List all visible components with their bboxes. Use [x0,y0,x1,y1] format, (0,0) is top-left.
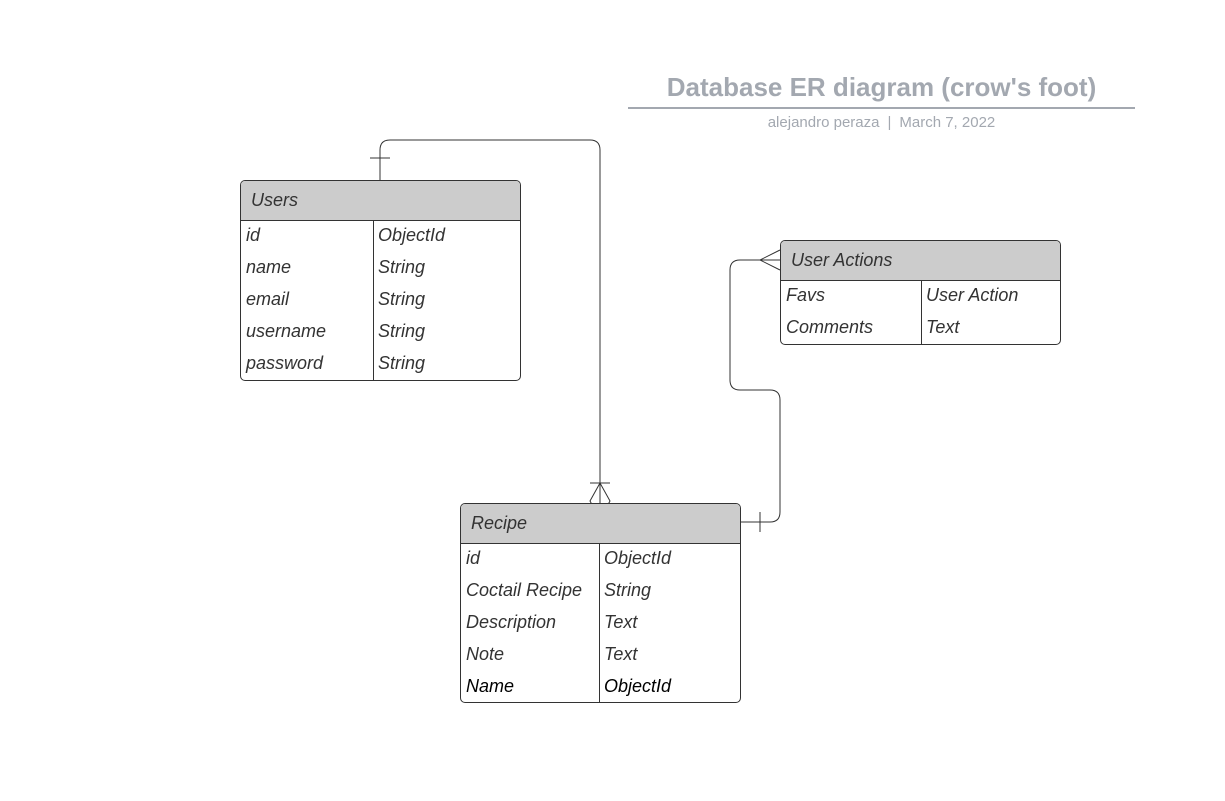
entity-user-actions[interactable]: User Actions Favs User Action Comments T… [780,240,1061,345]
field-row: Note Text [461,640,740,672]
diagram-title: Database ER diagram (crow's foot) [666,72,1097,102]
author-name: alejandro peraza [767,114,880,131]
column-divider [599,544,600,702]
column-divider [373,221,374,380]
field-row: Description Text [461,608,740,640]
field-name: name [246,257,292,277]
field-type: String [378,289,426,309]
field-name: Note [466,644,505,664]
field-type: String [378,321,426,341]
entity-users[interactable]: Users id ObjectId name String email Stri… [240,180,521,381]
field-name: id [246,225,261,245]
field-type: Text [604,644,638,664]
field-type: Text [604,612,638,632]
field-name: username [246,321,327,341]
entity-user-actions-fields: Favs User Action Comments Text [781,281,1060,344]
relationship-recipe-useractions[interactable] [729,249,781,532]
subtitle-separator: | [887,114,892,131]
field-name: Description [466,612,557,632]
entity-recipe-fields: id ObjectId Coctail Recipe String Descri… [461,544,740,702]
field-row: Coctail Recipe String [461,576,740,608]
field-name: Coctail Recipe [466,580,583,600]
field-row: Name ObjectId [461,672,740,702]
entity-users-title: Users [241,181,520,221]
users-recipe-line [379,139,601,520]
field-row: name String [241,253,520,285]
diagram-date: March 7, 2022 [899,114,996,131]
field-row: Comments Text [781,313,1060,344]
entity-recipe-title: Recipe [461,504,740,544]
field-type: String [378,257,426,277]
field-name: Favs [786,285,826,305]
field-type: ObjectId [378,225,446,245]
diagram-subtitle: alejandro peraza | March 7, 2022 [628,114,1135,131]
field-name: email [246,289,290,309]
recipe-useractions-line [729,259,781,523]
field-row: id ObjectId [461,544,740,576]
field-name: Comments [786,317,874,337]
entity-user-actions-title: User Actions [781,241,1060,281]
field-type: ObjectId [604,548,672,568]
column-divider [921,281,922,344]
field-row: id ObjectId [241,221,520,253]
entity-recipe[interactable]: Recipe id ObjectId Coctail Recipe String… [460,503,741,703]
field-row: email String [241,285,520,317]
field-type: Text [926,317,960,337]
entity-users-fields: id ObjectId name String email String use… [241,221,520,380]
field-row: Favs User Action [781,281,1060,313]
field-type: ObjectId [604,676,672,696]
field-type: User Action [926,285,1019,305]
field-name: password [246,353,324,373]
field-name: id [466,548,481,568]
title-underline [628,107,1135,109]
field-row: password String [241,349,520,380]
field-type: String [378,353,426,373]
useractions-crowfoot [758,249,781,271]
field-row: username String [241,317,520,349]
field-type: String [604,580,652,600]
field-name: Name [466,676,515,696]
